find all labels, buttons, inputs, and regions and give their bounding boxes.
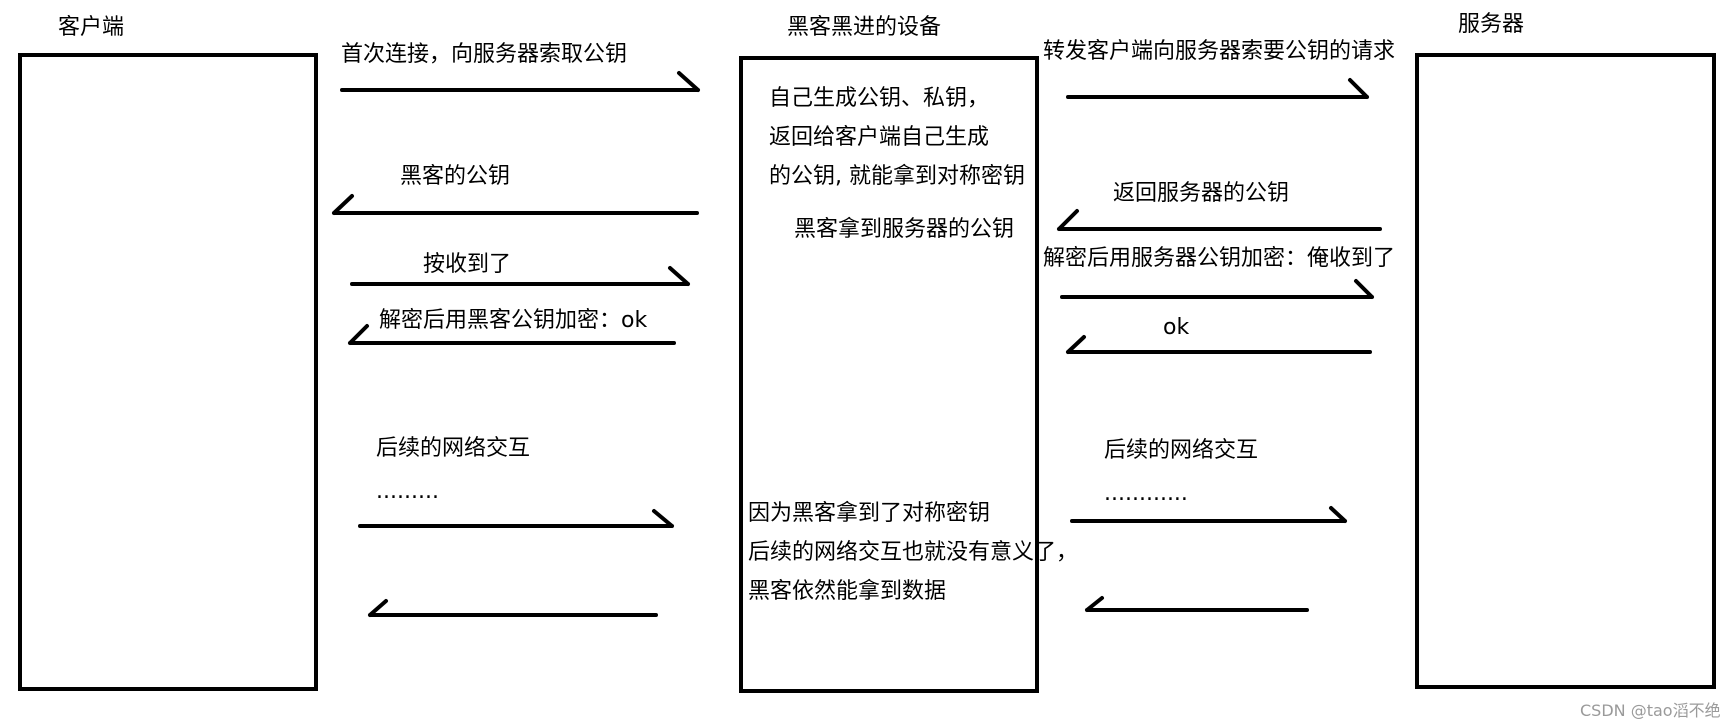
note-line: 黑客依然能拿到数据 (748, 579, 947, 604)
server-box (1415, 53, 1716, 689)
note-line: 返回给客户端自己生成 (769, 125, 990, 150)
note-hacker-generate: 自己生成公钥、私钥， 返回给客户端自己生成 的公钥, 就能拿到对称密钥 (769, 79, 1025, 196)
arrow-server-to-hacker-pubkey (1057, 209, 1382, 231)
arrow-client-to-hacker-request (340, 71, 700, 92)
note-line: 的公钥, 就能拿到对称密钥 (769, 164, 1025, 189)
arrow-client-to-hacker-received (350, 266, 690, 286)
label-forward-request: 转发客户端向服务器索要公钥的请求 (1043, 39, 1396, 64)
arrow-hacker-to-client-pubkey (332, 194, 699, 215)
note-got-server-key: 黑客拿到服务器的公钥 (794, 217, 1015, 242)
arrow-hacker-to-client-followup (368, 599, 658, 617)
watermark: CSDN @tao滔不绝 (1580, 701, 1721, 720)
client-box (18, 53, 318, 691)
note-conclusion: 因为黑客拿到了对称密钥 后续的网络交互也就没有意义了， 黑客依然能拿到数据 (748, 494, 1078, 611)
note-line: 因为黑客拿到了对称密钥 (748, 501, 991, 526)
label-decrypt-ok: 解密后用黑客公钥加密：ok (379, 308, 648, 333)
arrow-hacker-to-server-followup (1070, 506, 1347, 523)
note-line: 后续的网络交互也就没有意义了， (748, 540, 1079, 565)
arrow-hacker-to-server-received (1060, 279, 1374, 299)
arrow-hacker-to-server-forward (1066, 78, 1369, 99)
label-hacker-pubkey: 黑客的公钥 (400, 164, 511, 189)
label-first-connect: 首次连接，向服务器索取公钥 (341, 42, 628, 67)
hacker-device-box (739, 56, 1039, 693)
label-return-server-pubkey: 返回服务器的公钥 (1113, 181, 1290, 206)
label-received: 按收到了 (423, 252, 512, 277)
arrow-server-to-hacker-followup (1085, 596, 1309, 612)
label-right-dots: ............ (1104, 481, 1188, 506)
arrow-client-to-hacker-followup (358, 509, 674, 528)
label-ok: ok (1163, 315, 1190, 340)
client-title: 客户端 (58, 15, 125, 40)
label-left-dots: ......... (376, 479, 439, 504)
label-left-followup: 后续的网络交互 (376, 436, 531, 461)
hacker-device-title: 黑客黑进的设备 (787, 15, 942, 40)
note-line: 自己生成公钥、私钥， (769, 86, 990, 111)
label-decrypt-received: 解密后用服务器公钥加密：俺收到了 (1043, 246, 1396, 271)
arrow-hacker-to-client-ok (348, 324, 676, 345)
server-title: 服务器 (1458, 12, 1525, 37)
label-right-followup: 后续的网络交互 (1104, 438, 1259, 463)
arrow-server-to-hacker-ok (1066, 335, 1372, 354)
